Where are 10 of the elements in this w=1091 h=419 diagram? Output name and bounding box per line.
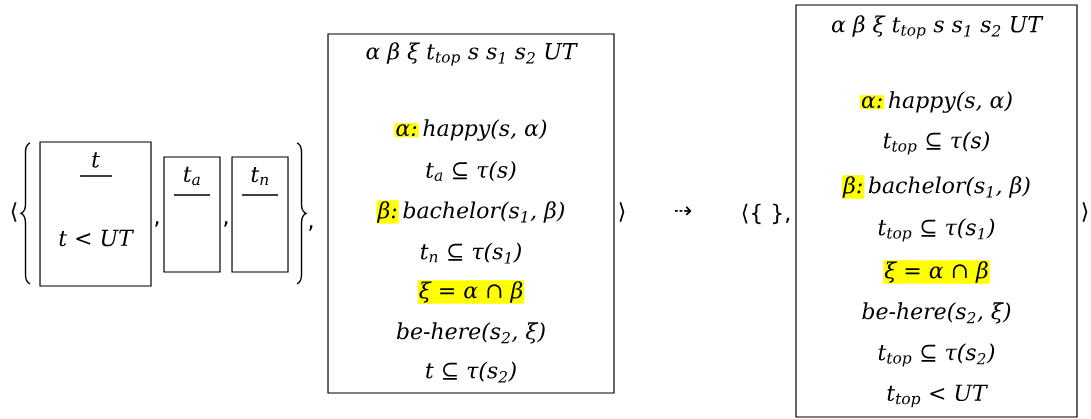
bracket-symbol: ,: [155, 221, 159, 227]
drs-box: t$_{a}$: [163, 156, 221, 273]
drs-box: t t < UT: [39, 141, 152, 287]
bracket-symbol: ⟨: [11, 202, 17, 222]
bracket-symbol: ,: [309, 225, 313, 231]
bracket-symbol: ⇢: [675, 206, 692, 216]
drs-box: α β ξ t$_{top}$ s s$_{1}$ s$_{2}$ UT α: happy(s, α) t$_{a}$ ⊆ τ(s) β: bachelor(s$_{1}$, β) t$_{n}$ ⊆ τ(s$_{1}$) ξ = α ∩ β be-here(s$_{2}$, ξ) t ⊆ τ(s$_{2}$): [327, 33, 615, 394]
drs-box: t$_{n}$: [231, 156, 289, 273]
drs-box: α β ξ t$_{top}$ s s$_{1}$ s$_{2}$ UT α: happy(s, α) t$_{top}$ ⊆ τ(s) β: bachelor(s$_{1}$, β) t$_{top}$ ⊆ τ(s$_{1}$) ξ = α ∩ β be-here(s$_{2}$, ξ) t$_{top}$ ⊆ τ(s$_{2}$) t$_{top}$ < UT: [795, 4, 1078, 418]
bracket-symbol: ,: [224, 221, 228, 227]
